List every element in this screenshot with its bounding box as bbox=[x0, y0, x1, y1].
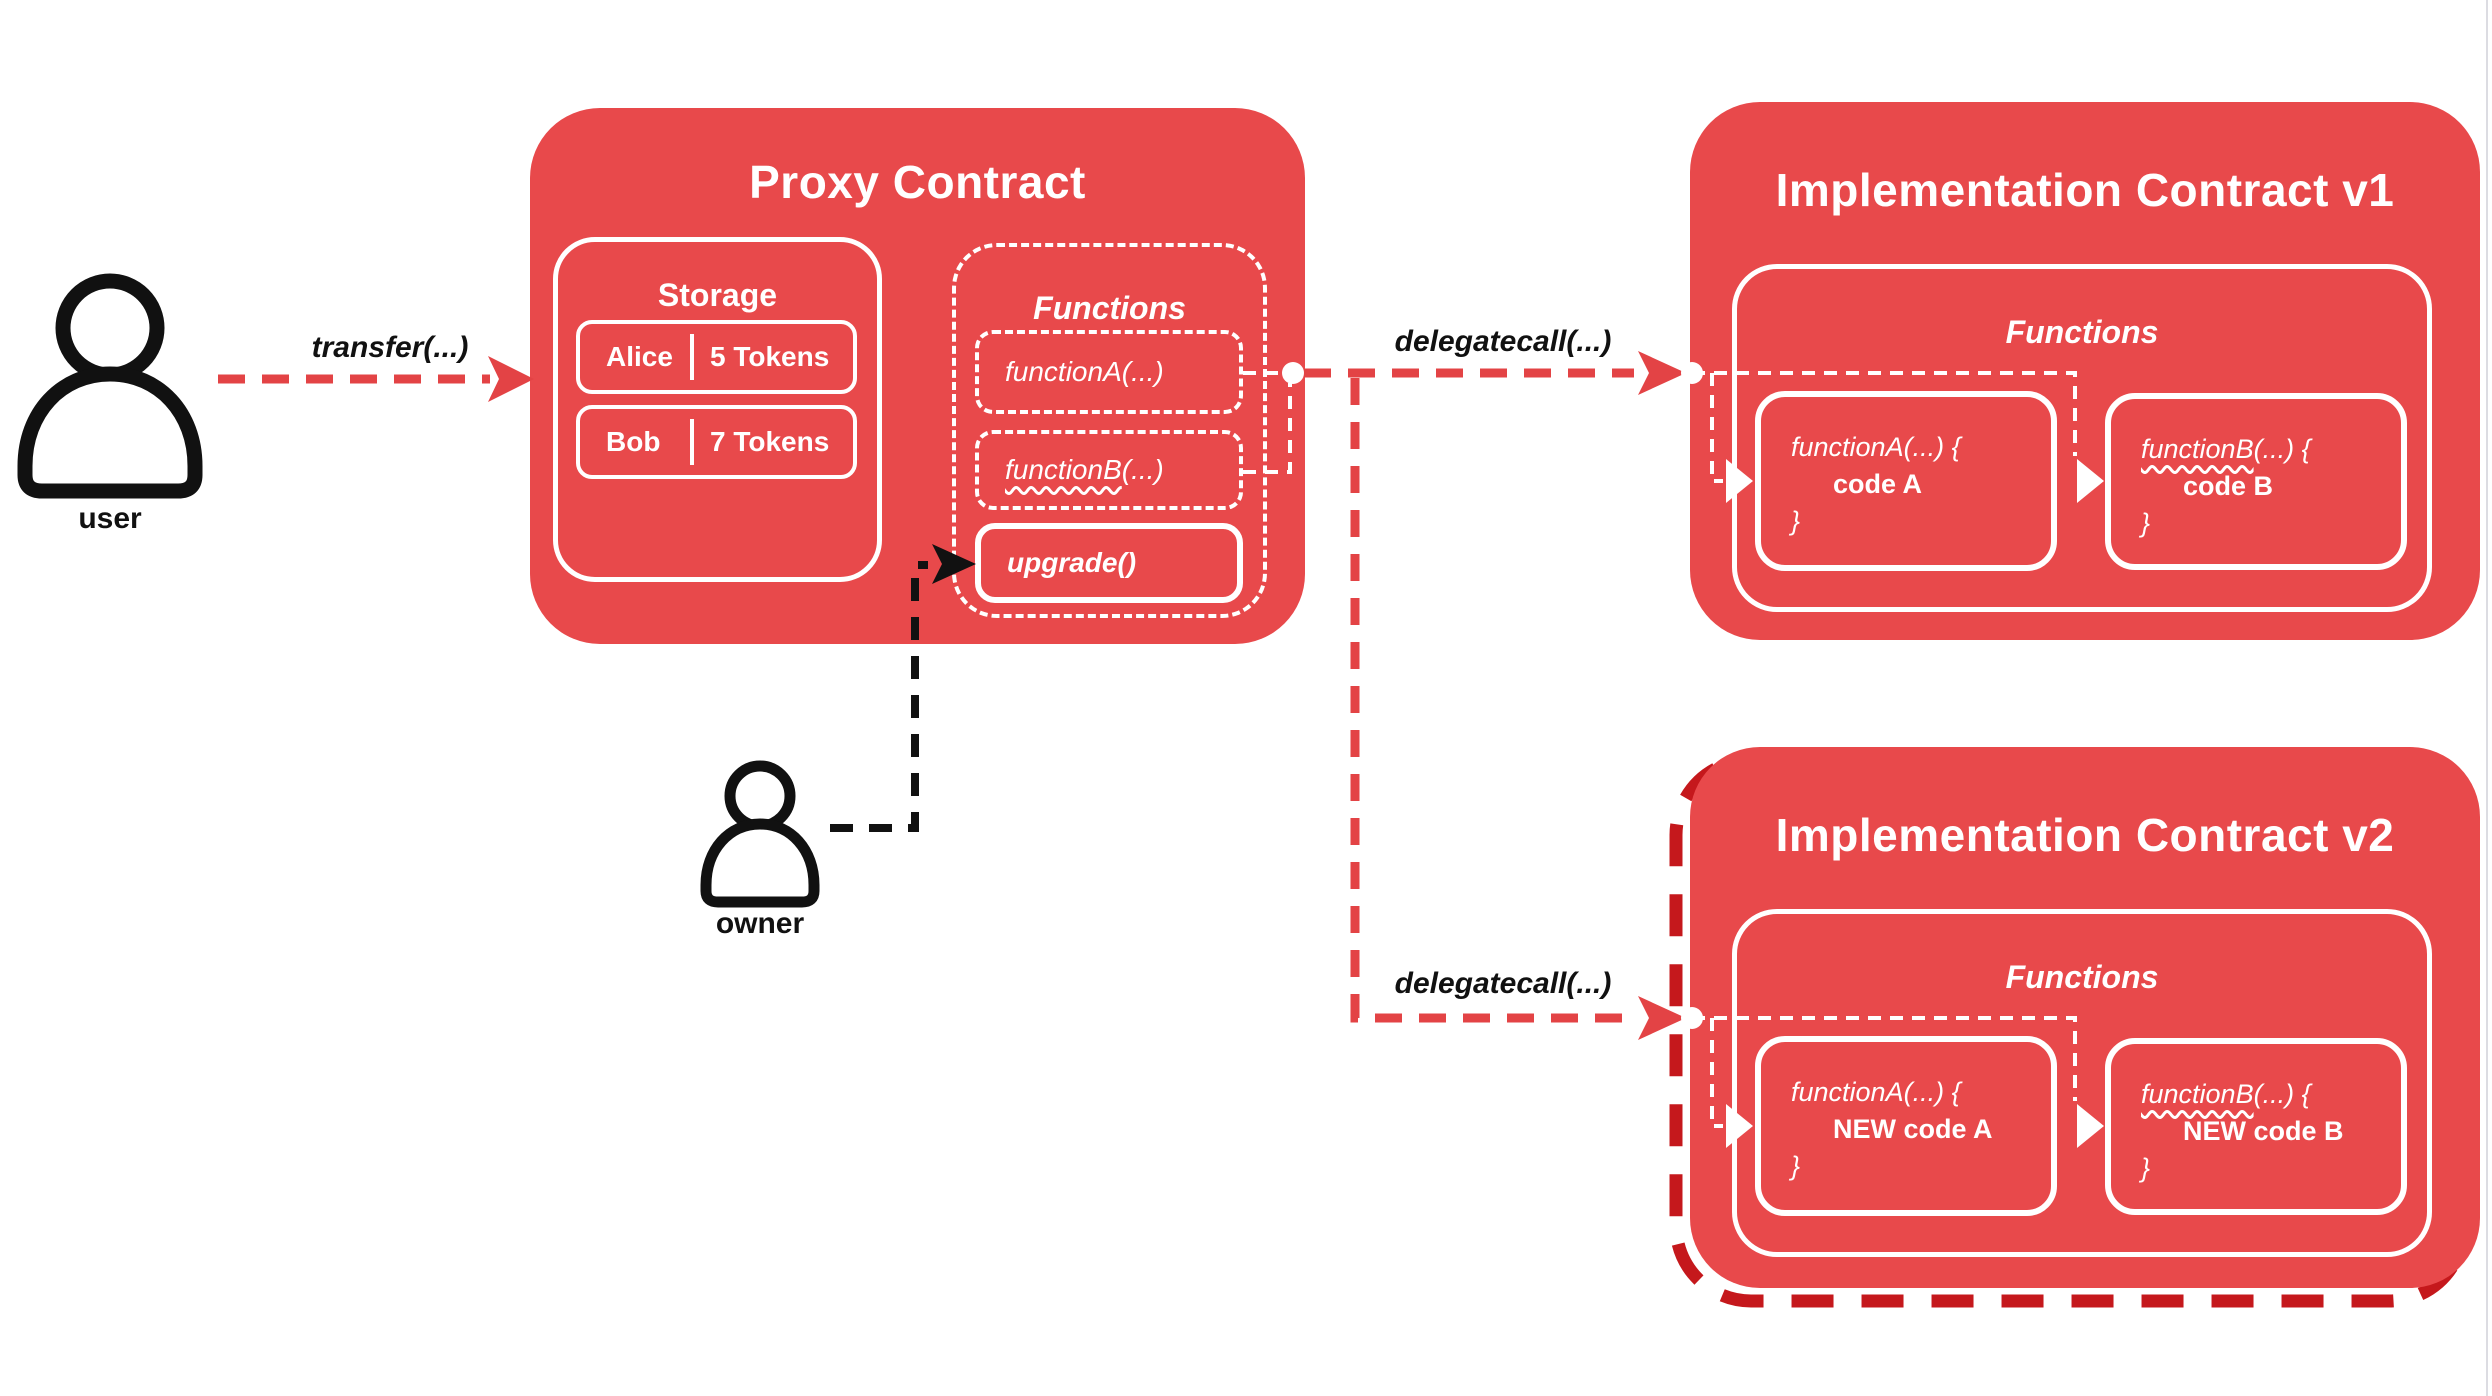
function-a-name: functionA bbox=[1791, 1077, 1904, 1107]
storage-row-bob: Bob 7 Tokens bbox=[576, 405, 857, 479]
function-b-name: functionB bbox=[2141, 434, 2254, 464]
v1-internal-connectors bbox=[1692, 371, 2104, 503]
storage-row-value: 5 Tokens bbox=[710, 341, 830, 372]
v1-functions-group: Functions functionA(...) { code A } func… bbox=[1732, 264, 2432, 612]
proxy-functions-group: Functions functionA(...) functionB(...) … bbox=[952, 243, 1267, 618]
transfer-arrow-label: transfer(...) bbox=[311, 331, 469, 364]
storage-row-alice: Alice 5 Tokens bbox=[576, 320, 857, 394]
delegatecall-arrow-v1 bbox=[1304, 351, 1686, 395]
function-a-args: (...) bbox=[1121, 356, 1164, 387]
upgrade-label: upgrade() bbox=[1007, 547, 1137, 578]
proxy-functions-title: Functions bbox=[1033, 290, 1186, 326]
implementation-v1-box: Implementation Contract v1 Functions fun… bbox=[1690, 102, 2480, 640]
function-b-name: functionB bbox=[1005, 454, 1122, 485]
function-a-name: functionA bbox=[1791, 432, 1904, 462]
canvas-edge-line bbox=[2486, 0, 2488, 1396]
storage-row-name: Alice bbox=[606, 341, 673, 372]
function-a-close: } bbox=[1791, 506, 1801, 536]
function-b-name: functionB bbox=[2141, 1079, 2254, 1109]
function-b-close: } bbox=[2141, 1153, 2151, 1183]
v1-functions-title: Functions bbox=[2005, 314, 2159, 350]
function-a-close: } bbox=[1791, 1151, 1801, 1181]
proxy-function-b-item: functionB(...) bbox=[975, 430, 1243, 510]
delegatecall-v1-label: delegatecall(...) bbox=[1394, 325, 1612, 358]
proxy-function-stubs bbox=[1243, 371, 1292, 474]
delegatecall-arrow-v2 bbox=[1350, 378, 1686, 1040]
function-a-name: functionA bbox=[1005, 356, 1122, 387]
function-a-body: NEW code A bbox=[1833, 1114, 1993, 1144]
v1-entry-dot bbox=[1681, 362, 1703, 384]
function-b-close: } bbox=[2141, 508, 2151, 538]
user-icon bbox=[17, 273, 203, 499]
function-a-args: (...) { bbox=[1903, 1077, 1961, 1107]
upgrade-function-item: upgrade() bbox=[975, 523, 1243, 603]
transfer-arrow bbox=[218, 356, 534, 402]
row-divider bbox=[690, 334, 694, 380]
upgrade-arrow bbox=[830, 544, 976, 832]
storage-box: Storage Alice 5 Tokens Bob 7 Tokens bbox=[553, 237, 882, 582]
v2-functions-title: Functions bbox=[2005, 959, 2159, 995]
owner-icon bbox=[700, 760, 820, 908]
implementation-v2-title: Implementation Contract v2 bbox=[1775, 809, 2395, 861]
owner-label: owner bbox=[715, 907, 805, 940]
v2-function-a-codebox: functionA(...) { NEW code A } bbox=[1755, 1036, 2057, 1216]
function-b-args: (...) { bbox=[2253, 1079, 2311, 1109]
v2-functions-group: Functions functionA(...) { NEW code A } … bbox=[1732, 909, 2432, 1257]
storage-title: Storage bbox=[657, 277, 778, 313]
function-b-args: (...) { bbox=[2253, 434, 2311, 464]
function-a-body: code A bbox=[1833, 469, 1923, 499]
function-b-args: (...) bbox=[1121, 454, 1164, 485]
function-b-body: NEW code B bbox=[2183, 1116, 2344, 1146]
v2-internal-connectors bbox=[1692, 1016, 2104, 1148]
proxy-junction-dot bbox=[1282, 362, 1304, 384]
delegatecall-v2-label: delegatecall(...) bbox=[1394, 967, 1612, 1000]
implementation-v2-box: Implementation Contract v2 Functions fun… bbox=[1690, 747, 2480, 1288]
v2-dashed-outline bbox=[1669, 753, 2471, 1308]
proxy-contract-box: Proxy Contract Storage Alice 5 Tokens Bo… bbox=[530, 108, 1305, 644]
function-b-body: code B bbox=[2183, 471, 2274, 501]
v2-entry-dot bbox=[1681, 1007, 1703, 1029]
v1-function-b-codebox: functionB(...) { code B } bbox=[2105, 393, 2407, 570]
v1-function-a-codebox: functionA(...) { code A } bbox=[1755, 391, 2057, 571]
implementation-v1-title: Implementation Contract v1 bbox=[1775, 164, 2395, 216]
storage-row-value: 7 Tokens bbox=[710, 426, 830, 457]
row-divider bbox=[690, 419, 694, 465]
proxy-function-a-item: functionA(...) bbox=[975, 330, 1243, 414]
v2-function-b-codebox: functionB(...) { NEW code B } bbox=[2105, 1038, 2407, 1215]
proxy-contract-title: Proxy Contract bbox=[749, 156, 1086, 208]
storage-row-name: Bob bbox=[606, 426, 661, 457]
function-a-args: (...) { bbox=[1903, 432, 1961, 462]
user-label: user bbox=[78, 502, 142, 535]
